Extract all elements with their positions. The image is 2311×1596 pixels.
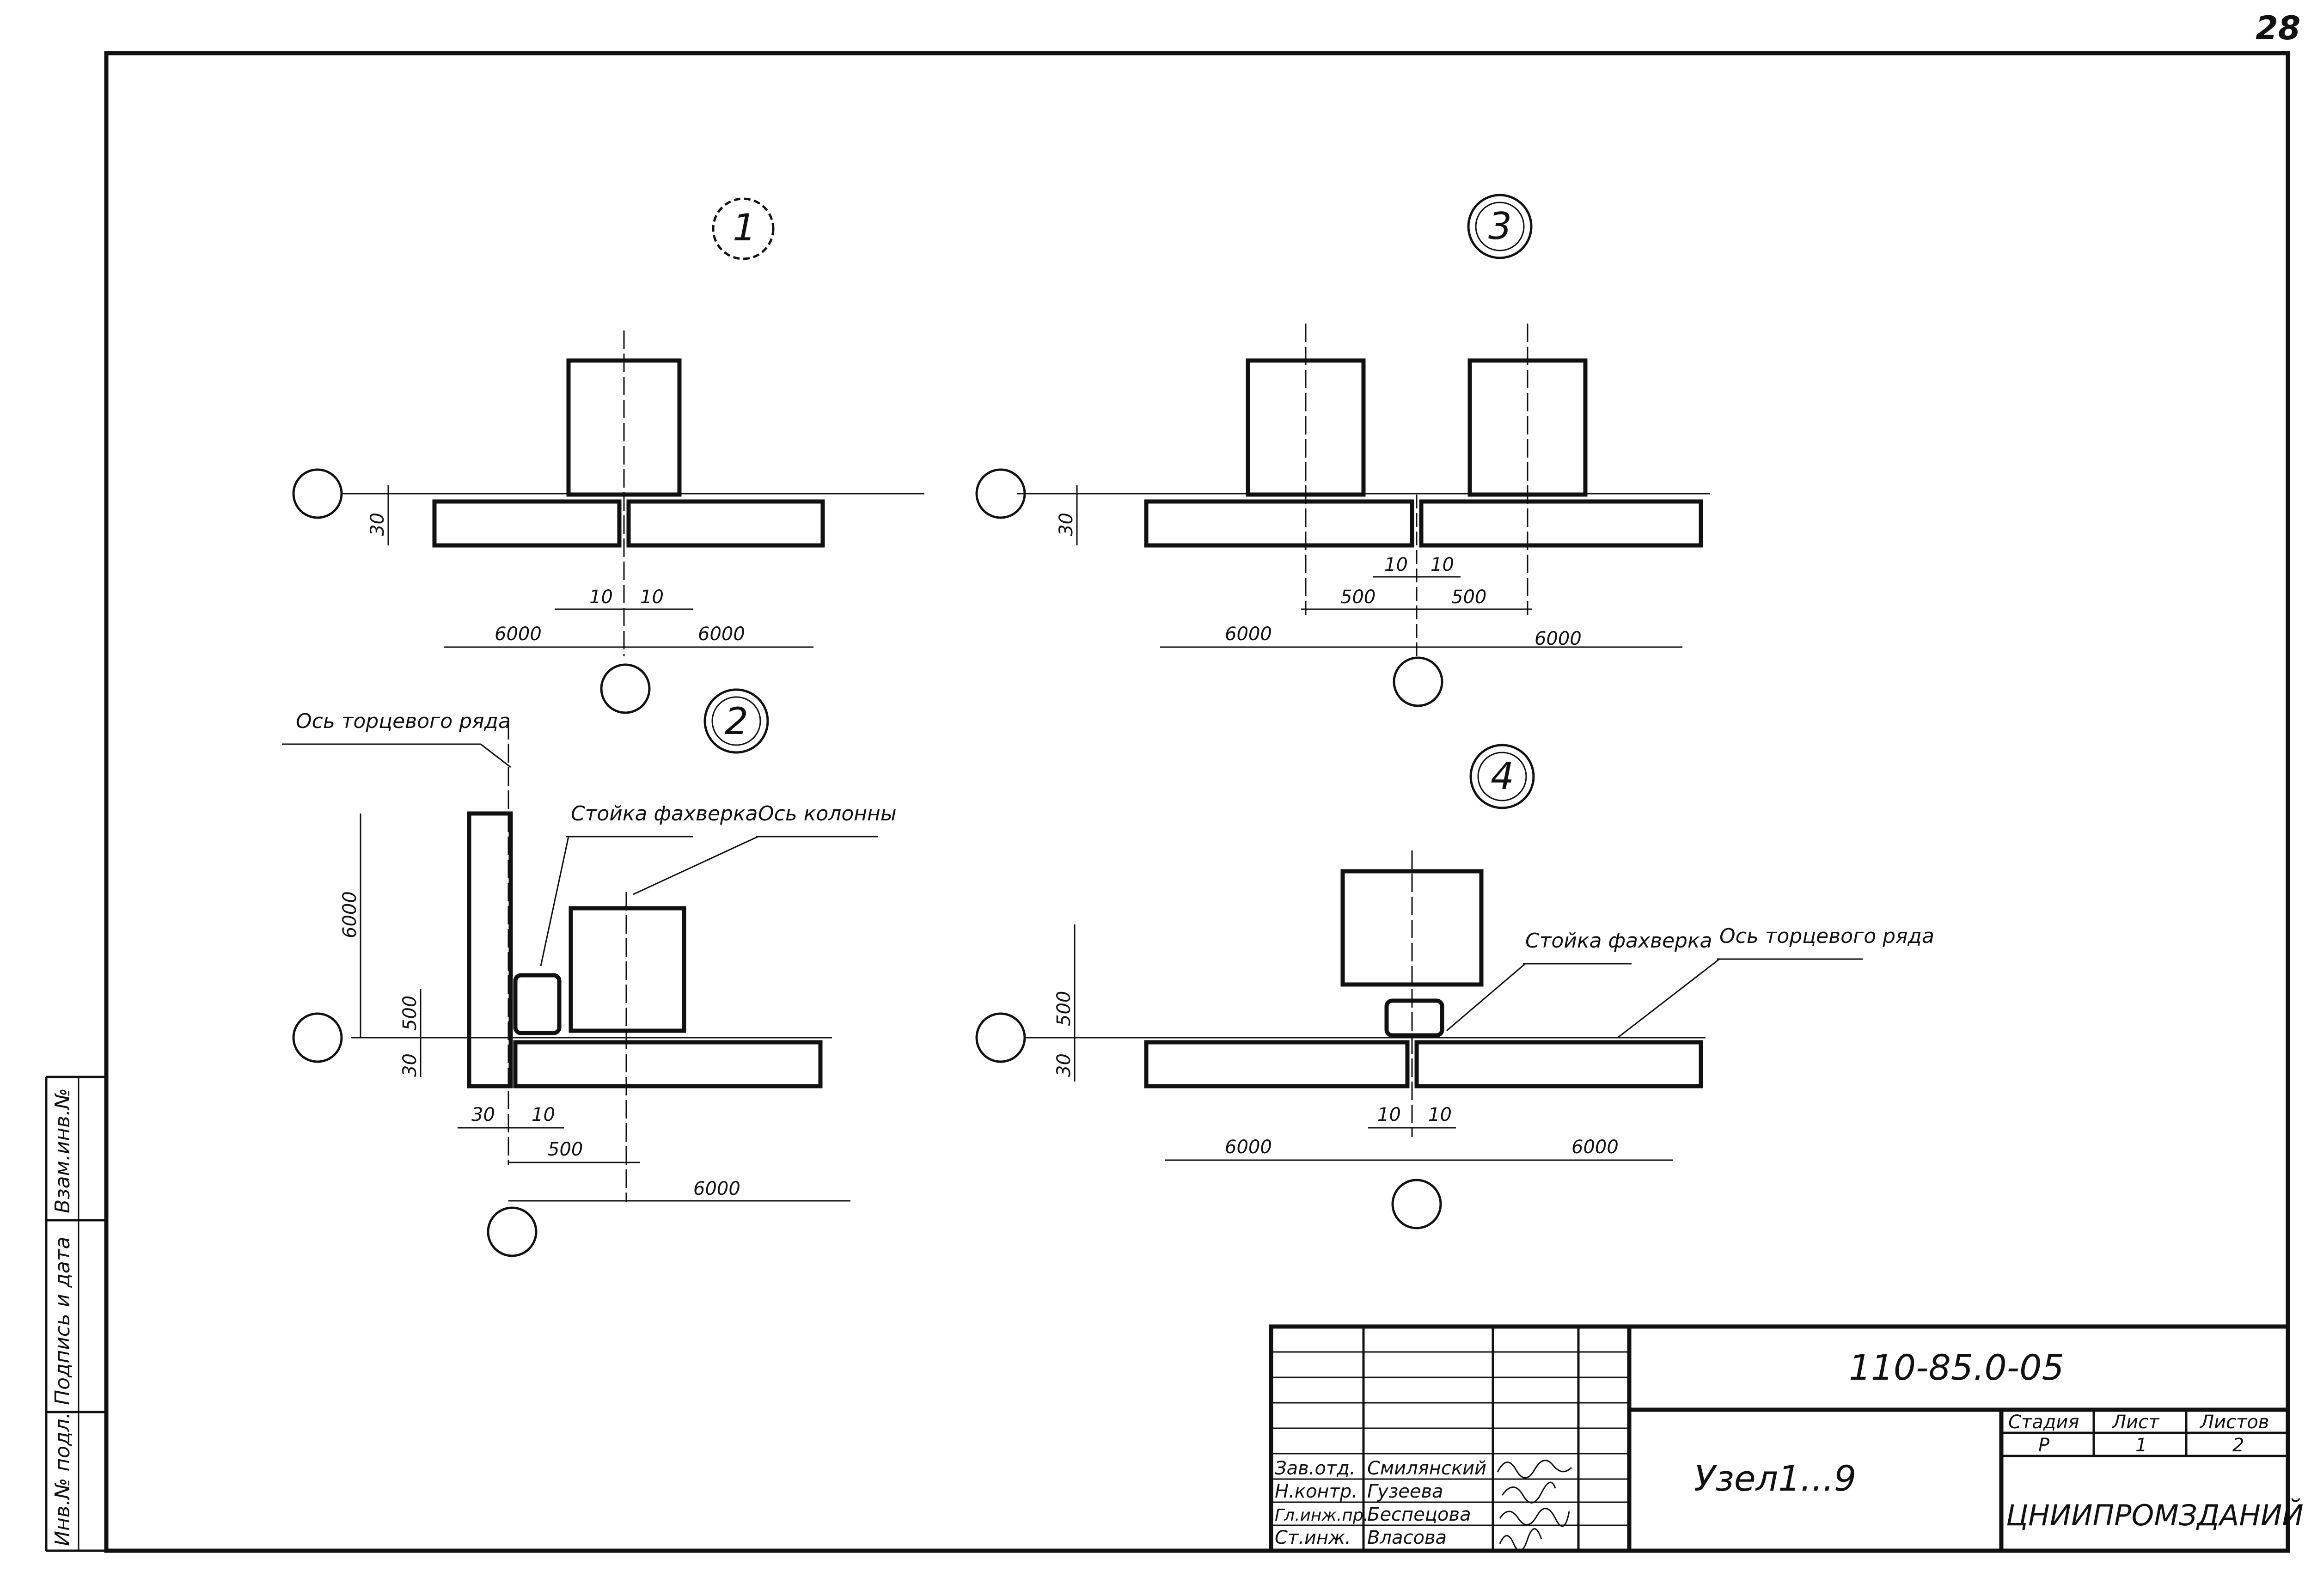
node-2-dim-500: 500 [548, 1139, 583, 1160]
node-2-dim-30-vertical: 30 [399, 1053, 421, 1077]
node-2-end-row-axis-label: Ось торцевого ряда [296, 709, 511, 733]
node-1-dim-10-right: 10 [640, 587, 664, 608]
node-1-dim-10-left: 10 [589, 587, 613, 608]
node-4-number: 4 [1491, 755, 1514, 798]
signature-2 [1501, 1481, 1556, 1504]
sheet-header: Лист [2111, 1412, 2160, 1433]
node-3-slab-right [1419, 499, 1703, 548]
stage-header: Стадия [2008, 1412, 2079, 1433]
sheet-value: 1 [2135, 1435, 2147, 1456]
node-4-dim-30-vertical: 30 [1053, 1053, 1075, 1077]
title-block: Зав.отд. Смилянский Н.контр. Гузеева Гл.… [1269, 1324, 2304, 1553]
node-1-dim-30: 30 [367, 513, 388, 536]
node-3-dim-500-right: 500 [1451, 587, 1486, 608]
staff-name-2: Гузеева [1367, 1481, 1443, 1502]
node-2-marker [703, 688, 769, 754]
drawing-frame [104, 51, 2290, 1553]
node-3-axis-circle-bottom [1393, 656, 1443, 707]
node-2-axis-circle-bottom [487, 1206, 538, 1257]
node-4-dim-10-right: 10 [1428, 1104, 1452, 1125]
node-2-dim-500-vertical: 500 [399, 996, 421, 1031]
node-1-slab-left [432, 499, 622, 548]
node-1-number: 1 [733, 206, 756, 249]
node-1-axis-circle [292, 468, 343, 519]
node-3-dim-6000-left: 6000 [1225, 624, 1272, 645]
staff-role-4: Ст.инж. [1275, 1527, 1351, 1548]
node-3-dim-500-left: 500 [1340, 587, 1376, 608]
node-1-slab-right [626, 499, 825, 548]
node-2-facade-post [513, 973, 562, 1035]
node-4-axis-circle [975, 1012, 1026, 1063]
sheets-value: 2 [2232, 1435, 2244, 1456]
signature-1 [1497, 1460, 1572, 1479]
node-4-axis-circle-bottom [1391, 1179, 1442, 1229]
node-1-dim-6000-left: 6000 [495, 624, 542, 645]
node-1-marker [712, 197, 775, 260]
drawing-title: Узел1...9 [1694, 1458, 1856, 1499]
node-2-column-axis-label: Ось колонны [758, 802, 897, 826]
node-3-dim-10-right: 10 [1431, 554, 1454, 575]
node-3-dim-6000-right: 6000 [1535, 628, 1582, 649]
node-4-slab-left [1144, 1040, 1410, 1088]
node-2-slab [513, 1040, 823, 1088]
node-2-end-wall [467, 811, 513, 1088]
node-3-marker [1467, 194, 1533, 259]
signature-3 [1499, 1508, 1570, 1527]
node-4-slab-right [1414, 1040, 1703, 1088]
node-1-dim-6000-right: 6000 [698, 624, 745, 645]
node-4-facade-post [1384, 998, 1444, 1038]
node-2: 2 Ось торцевого ряда Стойка фахверка Ось… [282, 688, 897, 1257]
node-2-dim-6000-vertical: 6000 [339, 891, 361, 938]
node-4-post-label: Стойка фахверка [1525, 929, 1712, 953]
node-4-marker [1469, 744, 1535, 809]
node-3-slab-left [1144, 499, 1414, 548]
node-4-dim-10-left: 10 [1377, 1104, 1401, 1125]
node-4-end-row-axis-label: Ось торцевого ряда [1719, 924, 1934, 948]
signature-4 [1499, 1528, 1542, 1552]
margin-signature-date: Подпись и дата [51, 1237, 74, 1405]
staff-name-1: Смилянский [1367, 1458, 1486, 1479]
staff-role-1: Зав.отд. [1275, 1458, 1356, 1479]
document-code: 110-85.0-05 [1849, 1347, 2064, 1388]
staff-name-4: Власова [1367, 1527, 1447, 1548]
node-2-number: 2 [725, 700, 748, 743]
margin-inv-no: Инв.№ подл. [51, 1412, 74, 1546]
organization: ЦНИИПРОМЗДАНИЙ [2006, 1498, 2304, 1532]
stage-value: Р [2038, 1435, 2050, 1456]
node-4-dim-500-vertical: 500 [1053, 991, 1075, 1026]
node-2-column [569, 906, 686, 1033]
node-3-number: 3 [1488, 205, 1512, 248]
node-4: 4 Стойка фахверка Ось торцевого ряда 500… [975, 744, 1934, 1229]
node-4-dim-6000-left: 6000 [1225, 1137, 1272, 1158]
staff-role-3: Гл.инж.пр. [1275, 1506, 1369, 1525]
node-2-post-label: Стойка фахверка [571, 802, 758, 826]
staff-role-2: Н.контр. [1275, 1481, 1357, 1502]
node-2-axis-circle [292, 1012, 343, 1063]
node-2-dim-10: 10 [532, 1104, 555, 1125]
margin-replacement-inv: Взам.инв.№ [51, 1088, 74, 1213]
sheets-header: Листов [2199, 1412, 2269, 1433]
node-3-dim-30: 30 [1056, 513, 1077, 536]
node-4-dim-6000-right: 6000 [1571, 1137, 1619, 1158]
node-1-axis-circle-bottom [600, 663, 651, 714]
node-1: 1 30 10 10 6000 6000 [292, 197, 924, 714]
staff-name-3: Беспецова [1367, 1504, 1471, 1525]
node-3-dim-10-left: 10 [1384, 554, 1408, 575]
page-number: 28 [2256, 9, 2300, 47]
node-3-axis-circle [975, 468, 1026, 519]
node-3: 3 30 10 10 500 500 6000 6000 [975, 194, 1710, 707]
node-2-dim-30: 30 [471, 1104, 495, 1125]
node-2-dim-6000: 6000 [693, 1178, 740, 1199]
